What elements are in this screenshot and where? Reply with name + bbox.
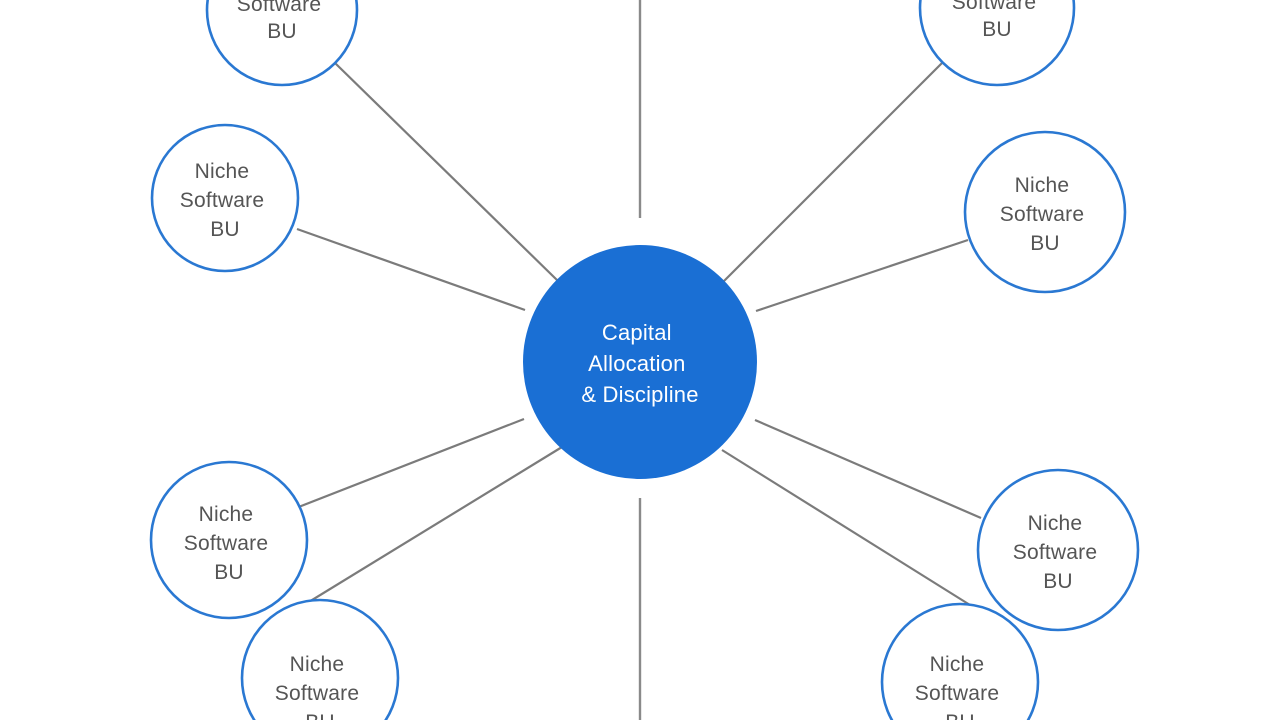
hub-line-2: Allocation	[588, 351, 685, 376]
node-label-upper-left: Niche Software BU	[180, 160, 271, 241]
node-line-3: BU	[1030, 232, 1060, 255]
node-line-2: Software	[915, 682, 999, 705]
hub-label: Capital Allocation & Discipline	[581, 320, 698, 407]
node-label-upper-right: Niche Software BU	[1000, 174, 1091, 255]
node-circle-upper-left[interactable]	[150, 123, 300, 273]
node-label-top-left: Niche Software BU	[237, 0, 328, 43]
connector-group	[267, 61, 1011, 631]
node-lower-left[interactable]: Niche Software BU	[149, 460, 309, 620]
node-label-lower-left: Niche Software BU	[184, 503, 275, 584]
node-circle-lower-right[interactable]	[976, 468, 1140, 632]
node-line-2: Software	[1013, 541, 1097, 564]
node-label-lower-right: Niche Software BU	[1013, 512, 1104, 593]
node-line-2: Software	[184, 532, 268, 555]
node-circle-lower-left[interactable]	[149, 460, 309, 620]
hub-circle[interactable]	[523, 245, 757, 479]
node-line-3: BU	[982, 18, 1012, 41]
node-label-top-right: Niche Software BU	[952, 0, 1043, 41]
node-line-2: Software	[275, 682, 359, 705]
node-bottom-left[interactable]: Niche Software BU	[240, 598, 400, 720]
node-line-3: BU	[210, 218, 240, 241]
node-line-2: Software	[1000, 203, 1084, 226]
hub-line-1: Capital	[602, 320, 672, 345]
connector-upper-left	[296, 227, 526, 312]
node-line-2: Software	[237, 0, 321, 16]
node-circle-top-right[interactable]	[918, 0, 1076, 87]
node-circle-top-left[interactable]	[205, 0, 359, 87]
node-lower-right[interactable]: Niche Software BU	[976, 468, 1140, 632]
connector-upper-right	[755, 238, 969, 313]
node-circle-bottom-right[interactable]	[880, 602, 1040, 720]
node-line-2: Software	[180, 189, 264, 212]
node-line-3: BU	[267, 20, 297, 43]
connector-top-left	[334, 62, 559, 282]
node-label-bottom-left: Niche Software BU	[275, 653, 366, 720]
node-line-1: Niche	[1028, 512, 1083, 535]
connector-lower-left	[295, 417, 525, 510]
node-line-3: BU	[214, 561, 244, 584]
node-top-right[interactable]: Niche Software BU	[918, 0, 1076, 87]
node-line-1: Niche	[195, 160, 250, 183]
node-line-1: Niche	[199, 503, 254, 526]
hub-node[interactable]: Capital Allocation & Discipline	[523, 245, 757, 479]
connector-bottom-left	[267, 446, 563, 628]
hub-line-3: & Discipline	[581, 382, 698, 407]
node-line-2: Software	[952, 0, 1036, 14]
node-line-3: BU	[1043, 570, 1073, 593]
connector-lower-right	[754, 418, 982, 520]
node-top-left[interactable]: Niche Software BU	[205, 0, 359, 87]
connector-top-right	[722, 61, 944, 283]
node-circle-upper-right[interactable]	[963, 130, 1127, 294]
node-upper-right[interactable]: Niche Software BU	[963, 130, 1127, 294]
node-line-3: BU	[305, 711, 335, 720]
node-line-1: Niche	[930, 653, 985, 676]
node-label-bottom-right: Niche Software BU	[915, 653, 1006, 720]
node-line-1: Niche	[290, 653, 345, 676]
node-bottom-right[interactable]: Niche Software BU	[880, 602, 1040, 720]
node-circle-bottom-left[interactable]	[240, 598, 400, 720]
node-upper-left[interactable]: Niche Software BU	[150, 123, 300, 273]
node-line-3: BU	[945, 711, 975, 720]
node-line-1: Niche	[1015, 174, 1070, 197]
connector-bottom-right	[721, 449, 1011, 631]
